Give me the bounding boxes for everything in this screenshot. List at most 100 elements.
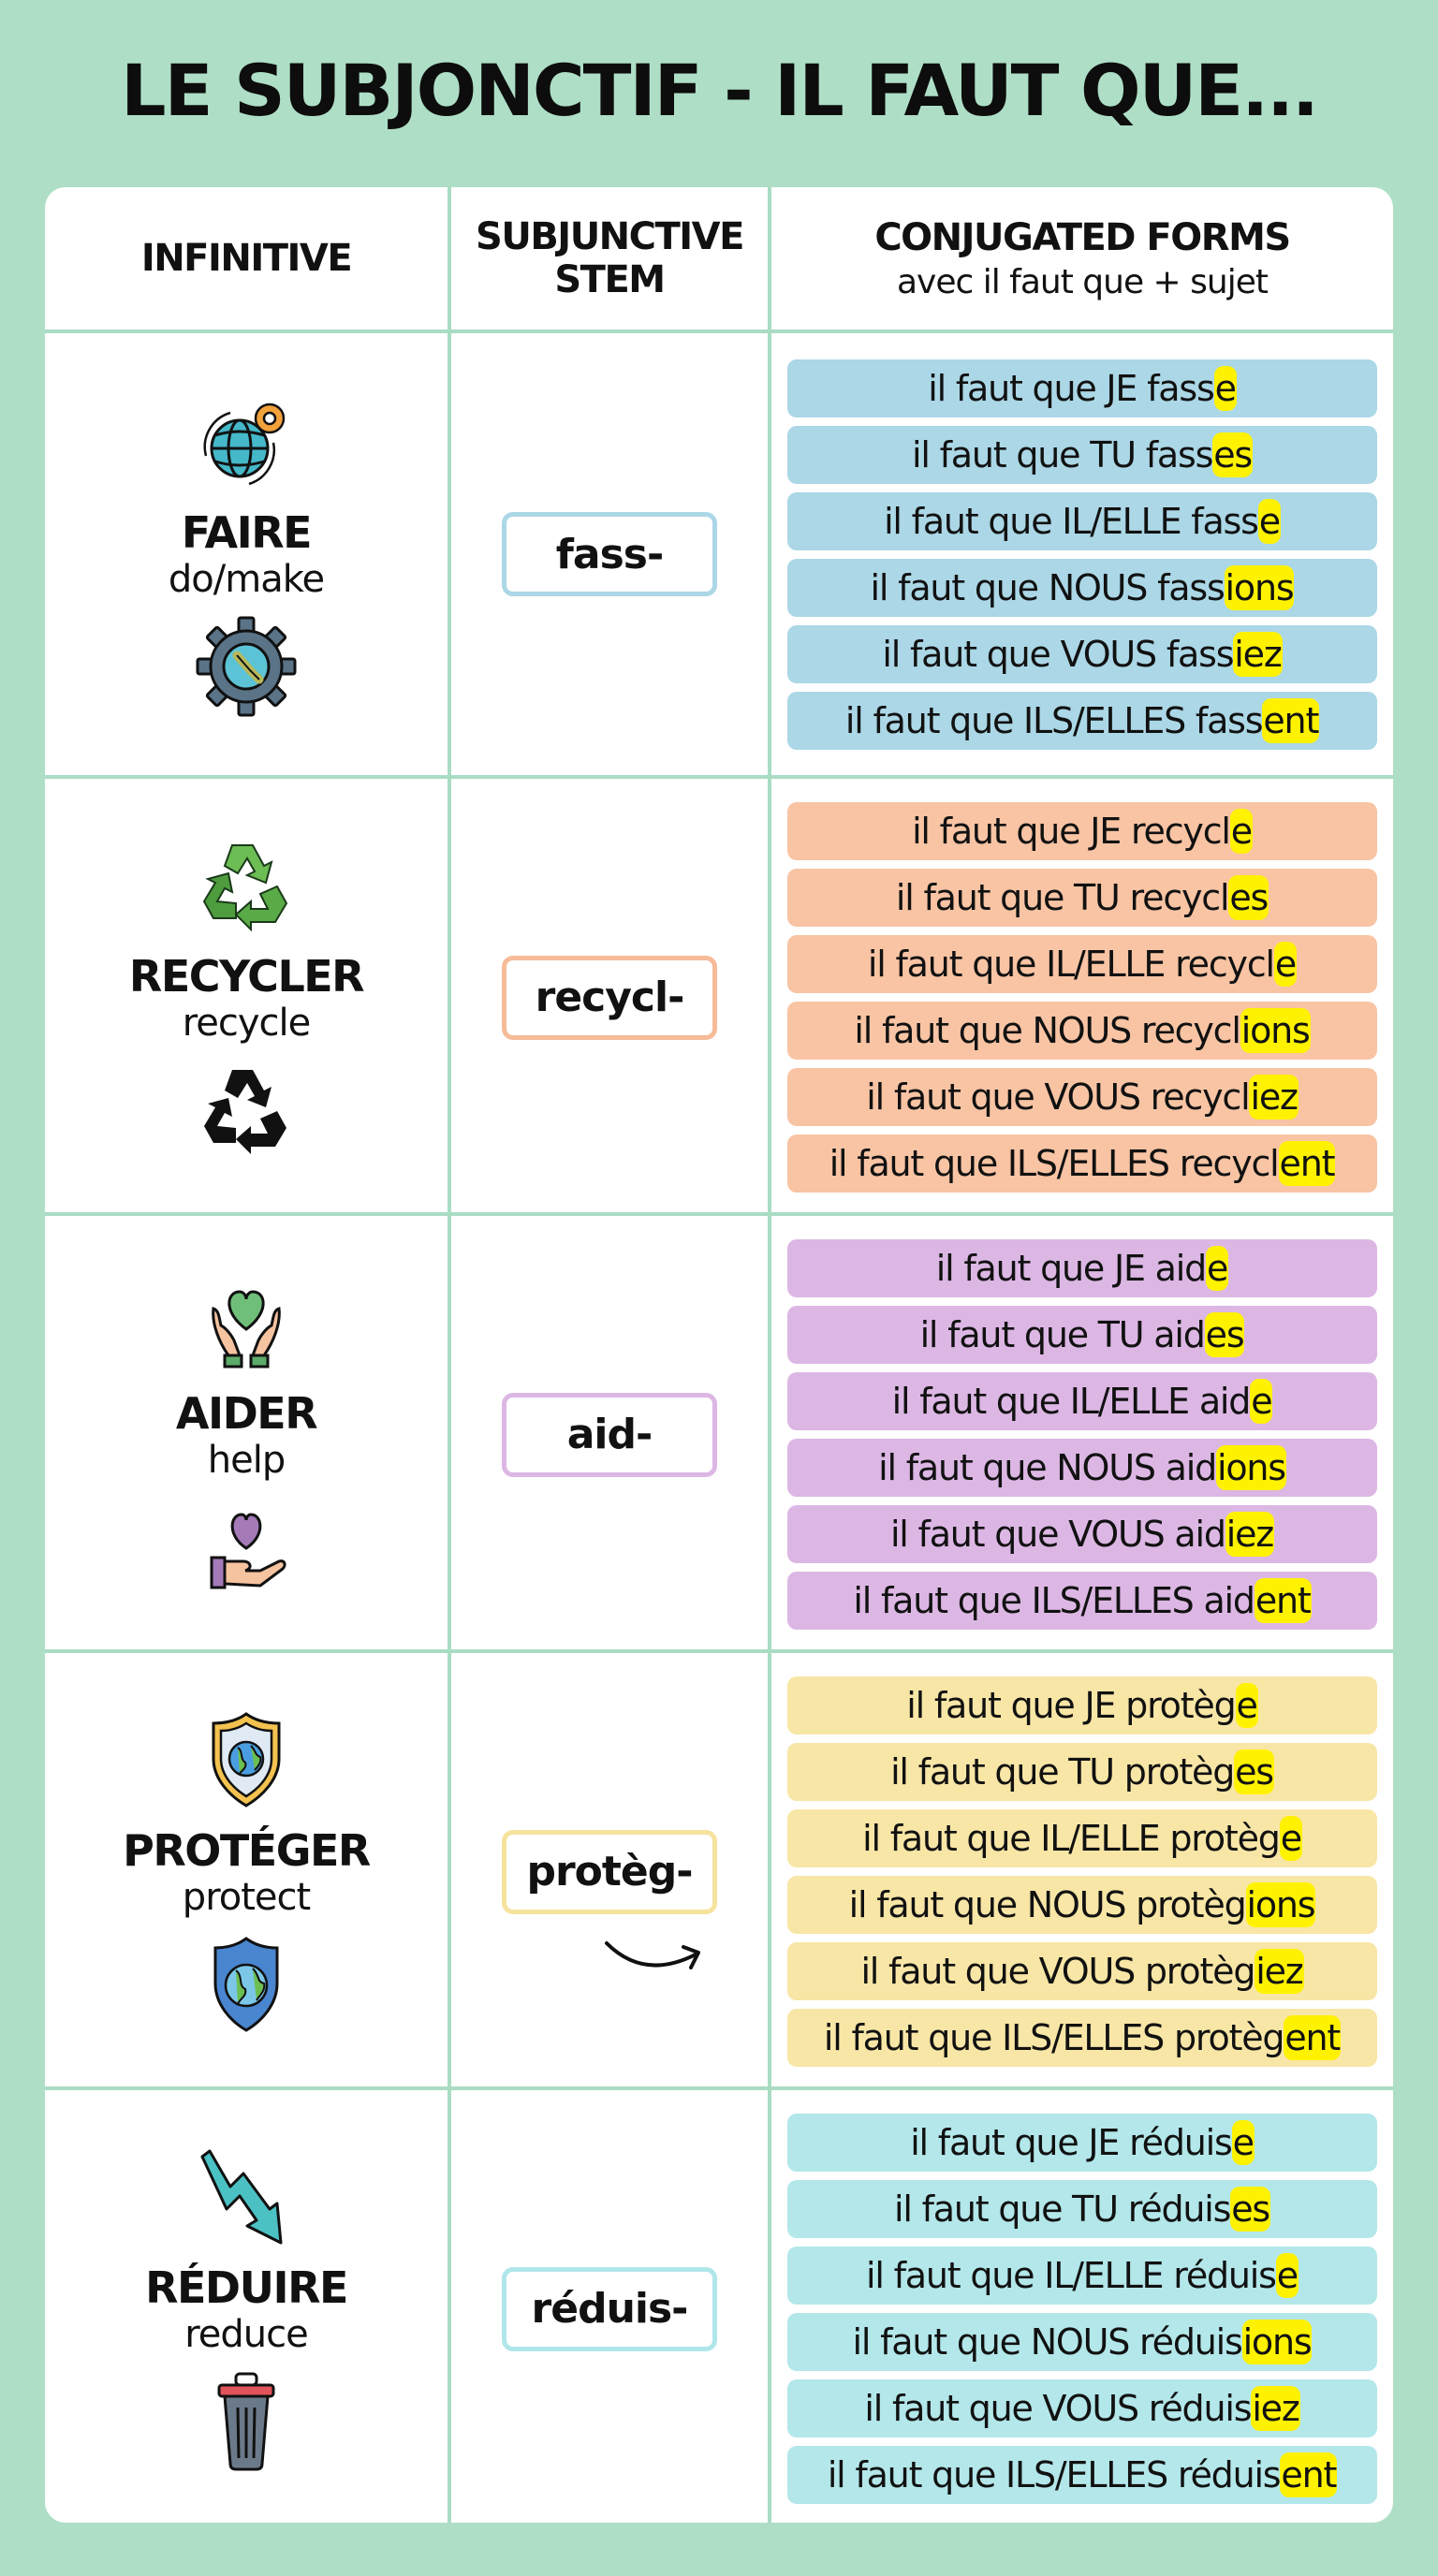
ending-highlight: es [1228,875,1269,920]
infinitive-verb: RECYCLER [128,950,365,1002]
conjugation-prefix: il faut que ILS/ELLES protèg [823,2017,1285,2058]
ending-highlight: ions [1240,1008,1311,1053]
english-gloss: protect [182,1875,311,1919]
header-forms: CONJUGATED FORMS avec il faut que + suje… [771,187,1393,329]
english-gloss: help [207,1438,286,1482]
ending-highlight: ent [1280,2452,1337,2497]
ending-highlight: ent [1284,2015,1341,2060]
globe-gear-icon [190,386,302,498]
ending-highlight: iez [1233,631,1283,677]
ending-highlight: e [1229,809,1253,854]
conjugation-prefix: il faut que ILS/ELLES fass [844,699,1264,741]
infinitive-verb: AIDER [175,1387,318,1439]
conjugation-table: INFINITIVE SUBJUNCTIVE STEM CONJUGATED F… [45,187,1393,2523]
page-title: LE SUBJONCTIF - IL FAUT QUE... [121,49,1319,132]
ending-highlight: es [1204,1312,1245,1357]
conjugation-prefix: il faut que TU recycl [895,877,1230,918]
ending-highlight: e [1273,942,1297,987]
conjugation-prefix: il faut que TU protèg [890,1751,1235,1793]
conjugation-prefix: il faut que JE réduis [910,2122,1233,2163]
header-stem-line1: SUBJUNCTIVE [476,215,744,258]
conjugation-prefix: il faut que NOUS réduis [852,2321,1243,2363]
infinitive-verb: FAIRE [181,507,313,558]
conjugation-prefix: il faut que TU réduis [894,2188,1231,2230]
conjugation-prefix: il faut que IL/ELLE protèg [862,1818,1281,1859]
header-stem-line2: STEM [554,258,666,301]
stem-cell: fass- [451,333,768,775]
infinitive-cell: RECYCLER recycle [45,779,448,1216]
recycle-green-icon [190,829,302,942]
hands-heart-icon [190,1266,302,1379]
conjugation-prefix: il faut que TU aid [919,1314,1206,1355]
row-divider [45,2086,1393,2090]
conjugation-prefix: il faut que VOUS protèg [860,1951,1255,1992]
shield-globe-gold-icon [190,1704,302,1816]
column-divider [768,187,771,2523]
ending-highlight: ions [1216,1445,1286,1490]
ending-highlight: e [1275,2253,1299,2298]
ending-highlight: ions [1245,1882,1316,1927]
verb-row-recycler: RECYCLER recycle recycl- il faut que JE … [45,779,1393,1216]
stem-box: aid- [502,1392,717,1477]
english-gloss: recycle [182,1001,312,1045]
ending-highlight: es [1230,2187,1270,2232]
conjugation-prefix: il faut que JE recycl [912,811,1231,852]
conjugation-prefix: il faut que IL/ELLE réduis [866,2255,1277,2296]
ending-highlight: iez [1251,2386,1300,2431]
english-gloss: reduce [184,2312,309,2356]
verb-row-protéger: PROTÉGER protect protèg- il faut que JE … [45,1653,1393,2090]
conjugation-prefix: il faut que ILS/ELLES recycl [829,1143,1280,1184]
stem-box: fass- [502,512,717,596]
verb-row-réduire: RÉDUIRE reduce réduis- il faut que JE ré… [45,2090,1393,2523]
conjugation-prefix: il faut que ILS/ELLES réduis [827,2454,1282,2496]
conjugation-prefix: il faut que JE protèg [906,1685,1236,1726]
conjugation-prefix: il faut que ILS/ELLES aid [853,1580,1255,1621]
ending-highlight: iez [1249,1075,1299,1120]
conjugation-prefix: il faut que JE fass [928,367,1215,409]
ending-highlight: iez [1225,1512,1274,1557]
conjugation-prefix: il faut que JE aid [935,1248,1207,1289]
conjugation-prefix: il faut que VOUS fass [882,633,1234,675]
conjugation-prefix: il faut que VOUS aid [889,1514,1226,1555]
infinitive-cell: RÉDUIRE reduce [45,2090,448,2523]
conjugation-prefix: il faut que NOUS aid [878,1447,1217,1488]
ending-highlight: ent [1278,1141,1336,1186]
ending-highlight: ent [1262,697,1319,743]
infinitive-verb: PROTÉGER [123,1824,371,1876]
ending-highlight: e [1235,1683,1258,1728]
ending-highlight: ions [1241,2320,1313,2364]
ending-highlight: e [1250,1379,1273,1424]
row-divider [45,329,1393,333]
stem-box: protèg- [502,1829,717,1914]
